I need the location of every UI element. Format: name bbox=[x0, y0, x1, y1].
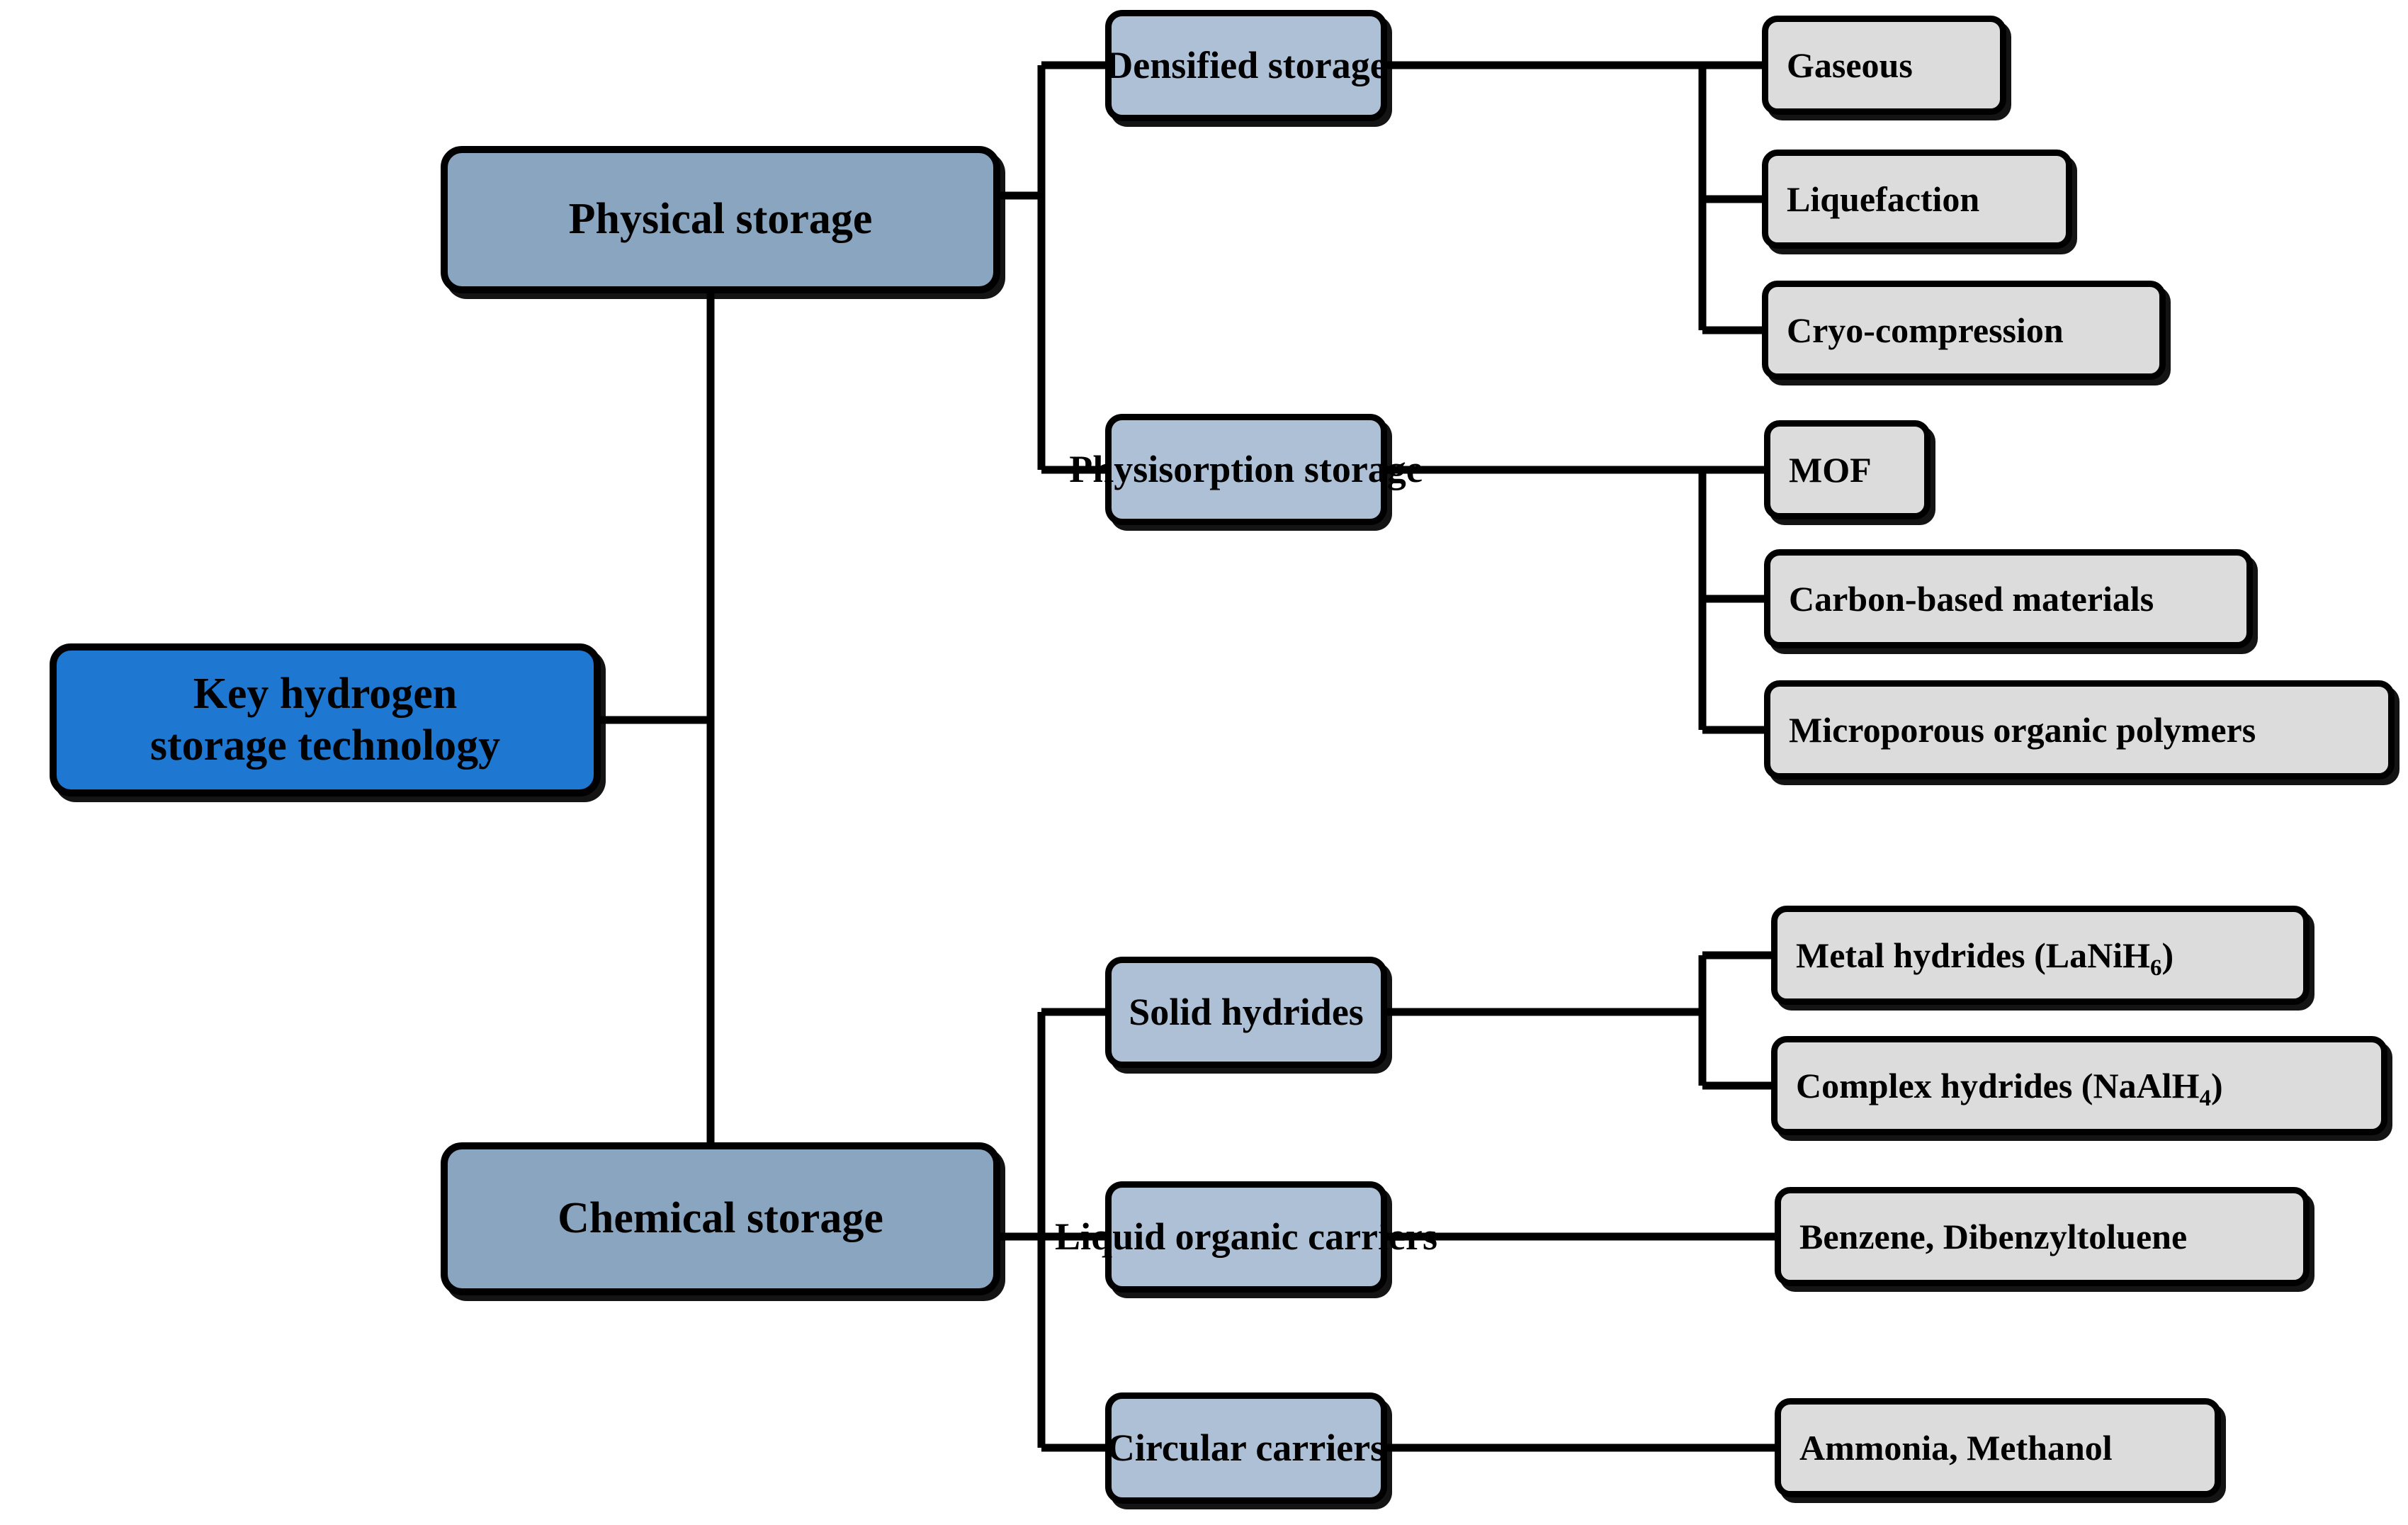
subbranch-node-circular-carriers[interactable]: Circular carriers bbox=[1105, 1392, 1387, 1504]
leaf-label-gaseous: Gaseous bbox=[1787, 45, 1913, 85]
leaf-label-metal-hydrides: Metal hydrides (LaNiH6) bbox=[1796, 935, 2174, 981]
subbranch-node-liquid-organic-carriers[interactable]: Liquid organic carriers bbox=[1055, 1181, 1437, 1293]
subbranch-label-physisorption-storage: Physisorption storage bbox=[1069, 447, 1423, 490]
leaf-node-benzene-dibenzyltoluene[interactable]: Benzene, Dibenzyltoluene bbox=[1775, 1187, 2310, 1286]
branch-label-chemical-storage: Chemical storage bbox=[558, 1194, 883, 1243]
leaf-node-carbon-based-materials[interactable]: Carbon-based materials bbox=[1764, 549, 2253, 648]
leaf-node-gaseous[interactable]: Gaseous bbox=[1762, 16, 2006, 115]
leaf-node-cryo-compression[interactable]: Cryo-compression bbox=[1762, 281, 2166, 380]
leaf-label-carbon-based-materials: Carbon-based materials bbox=[1789, 578, 2154, 619]
subbranch-label-liquid-organic-carriers: Liquid organic carriers bbox=[1055, 1215, 1437, 1258]
leaf-label-liquefaction: Liquefaction bbox=[1787, 179, 1980, 219]
branch-label-physical-storage: Physical storage bbox=[568, 195, 873, 244]
leaf-label-complex-hydrides: Complex hydrides (NaAlH4) bbox=[1796, 1065, 2223, 1111]
subbranch-label-circular-carriers: Circular carriers bbox=[1107, 1426, 1386, 1469]
subbranch-node-physisorption-storage[interactable]: Physisorption storage bbox=[1069, 414, 1423, 525]
leaf-node-ammonia-methanol[interactable]: Ammonia, Methanol bbox=[1775, 1398, 2221, 1497]
branch-node-chemical-storage[interactable]: Chemical storage bbox=[441, 1142, 1000, 1295]
subbranch-label-densified-storage: Densified storage bbox=[1105, 43, 1387, 86]
leaf-label-cryo-compression: Cryo-compression bbox=[1787, 310, 2064, 350]
leaf-node-mof[interactable]: MOF bbox=[1764, 420, 1931, 519]
leaf-node-metal-hydrides[interactable]: Metal hydrides (LaNiH6) bbox=[1771, 906, 2310, 1005]
leaf-label-microporous-organic-polymers: Microporous organic polymers bbox=[1789, 709, 2256, 750]
branch-node-physical-storage[interactable]: Physical storage bbox=[441, 146, 1000, 293]
subbranch-label-solid-hydrides: Solid hydrides bbox=[1129, 990, 1364, 1033]
leaf-label-ammonia-methanol: Ammonia, Methanol bbox=[1799, 1427, 2113, 1468]
leaf-label-mof: MOF bbox=[1789, 449, 1872, 490]
leaf-label-benzene-dibenzyltoluene: Benzene, Dibenzyltoluene bbox=[1799, 1216, 2188, 1256]
leaf-node-liquefaction[interactable]: Liquefaction bbox=[1762, 150, 2072, 249]
leaf-node-microporous-organic-polymers[interactable]: Microporous organic polymers bbox=[1764, 680, 2395, 780]
subbranch-node-solid-hydrides[interactable]: Solid hydrides bbox=[1105, 957, 1387, 1068]
leaf-node-complex-hydrides[interactable]: Complex hydrides (NaAlH4) bbox=[1771, 1036, 2387, 1135]
subbranch-node-densified-storage[interactable]: Densified storage bbox=[1105, 10, 1387, 121]
